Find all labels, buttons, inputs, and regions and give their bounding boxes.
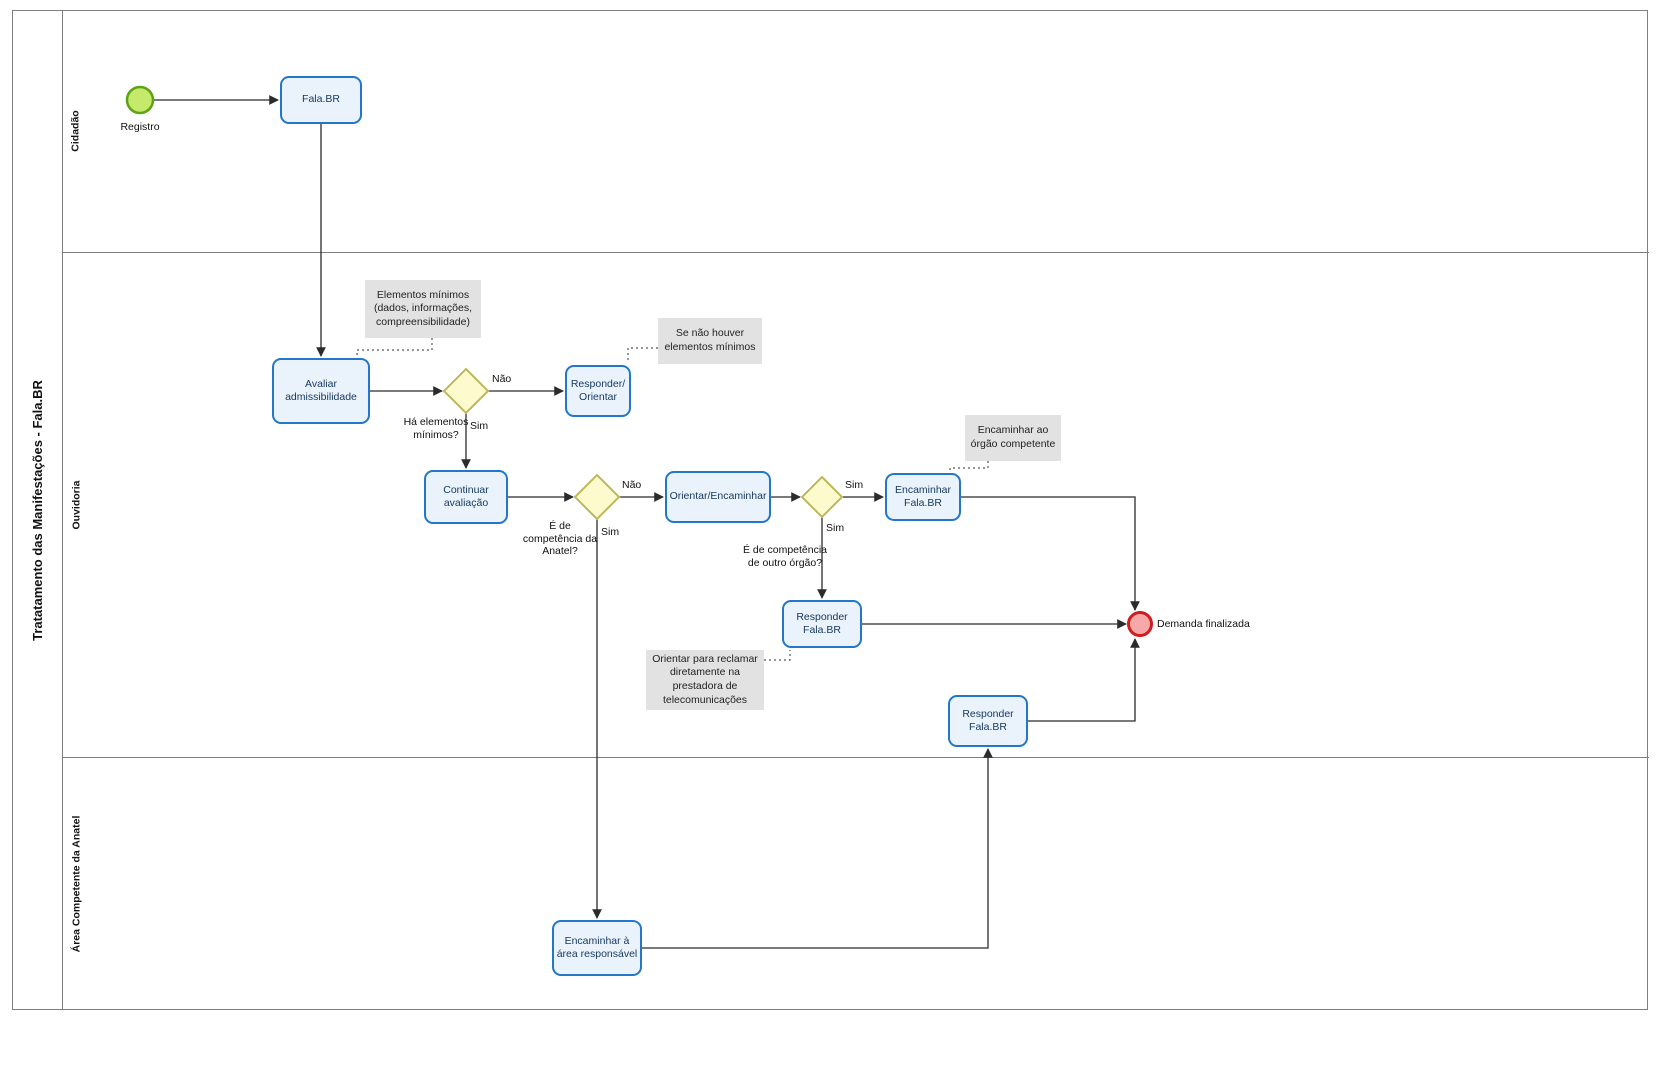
note-orientar-prestadora: Orientar para reclamar diretamente na pr…	[646, 650, 764, 710]
task-continuar-avaliacao: Continuar avaliação	[424, 470, 508, 524]
pool-header: Tratatamento das Manifestações - Fala.BR	[12, 10, 62, 1010]
task-avaliar-admissibilidade: Avaliar admissibilidade	[272, 358, 370, 424]
lane-label-cidadao: Cidadão	[70, 110, 83, 152]
lane-header-ouvidoria: Ouvidoria	[62, 252, 90, 757]
lane-header-area-competente: Área Competente da Anatel	[62, 757, 90, 1010]
note-se-nao-houver: Se não houver elementos mínimos	[658, 318, 762, 364]
lane-label-area-competente: Área Competente da Anatel	[70, 815, 83, 952]
label-gateway2-sim: Sim	[601, 526, 620, 538]
task-responder-falabr-2: Responder Fala.BR	[948, 695, 1028, 747]
lane-label-ouvidoria: Ouvidoria	[70, 479, 83, 530]
label-gateway1-nao: Não	[492, 373, 512, 385]
lane-header-cidadao: Cidadão	[62, 10, 90, 252]
label-gateway1-question: Há elementos mínimos?	[403, 416, 469, 441]
pool-title: Tratatamento das Manifestações - Fala.BR	[29, 379, 45, 641]
task-responder-orientar: Responder/ Orientar	[565, 365, 631, 417]
label-gateway3-question: É de competência de outro órgão?	[742, 544, 828, 569]
pool	[12, 10, 1648, 1010]
task-responder-falabr-1: Responder Fala.BR	[782, 600, 862, 648]
lane-divider-2	[62, 757, 1649, 758]
label-gateway1-sim: Sim	[470, 420, 489, 432]
task-falabr: Fala.BR	[280, 76, 362, 124]
lane-divider-1	[62, 252, 1649, 253]
task-encaminhar-falabr: Encaminhar Fala.BR	[885, 473, 961, 521]
task-encaminhar-area-responsavel: Encaminhar à área responsável	[552, 920, 642, 976]
label-gateway2-nao: Não	[622, 479, 642, 491]
task-orientar-encaminhar: Orientar/Encaminhar	[665, 471, 771, 523]
note-elementos-minimos: Elementos mínimos (dados, informações, c…	[365, 280, 481, 338]
label-gateway2-question: É de competência da Anatel?	[522, 520, 598, 558]
start-event-label: Registro	[120, 121, 160, 133]
note-encaminhar-orgao-competente: Encaminhar ao órgão competente	[965, 415, 1061, 461]
pool-header-separator	[62, 10, 63, 1010]
label-gateway3-down: Sim	[826, 522, 845, 534]
end-event-label: Demanda finalizada	[1157, 618, 1250, 630]
label-gateway3-right: Sim	[845, 479, 864, 491]
